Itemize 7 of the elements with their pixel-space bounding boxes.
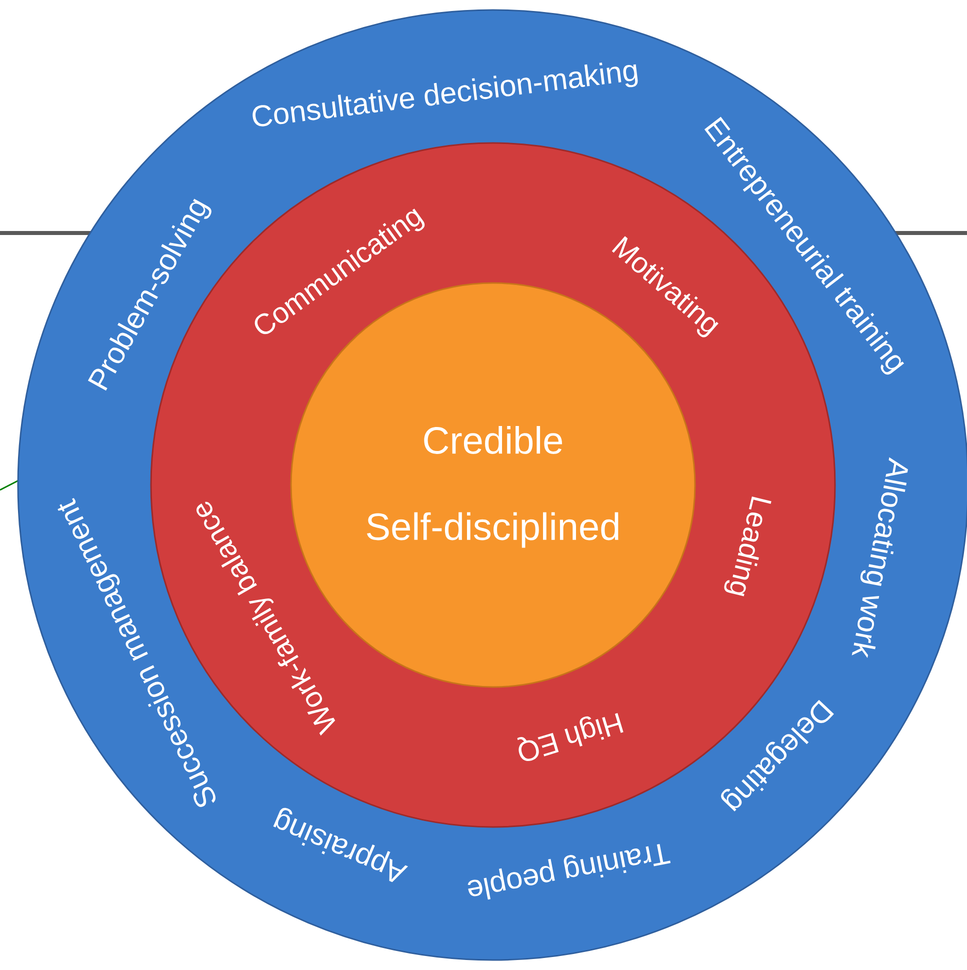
ring-label: Leading (724, 496, 772, 596)
ring-label: Training people (468, 844, 671, 900)
ring-label: High EQ (517, 713, 624, 762)
circle-label: Self-disciplined (366, 512, 618, 548)
ring-label: Consultative decision-making (252, 62, 638, 126)
circle-label: Credible (424, 426, 562, 454)
ring-label: Allocating work (852, 457, 908, 658)
